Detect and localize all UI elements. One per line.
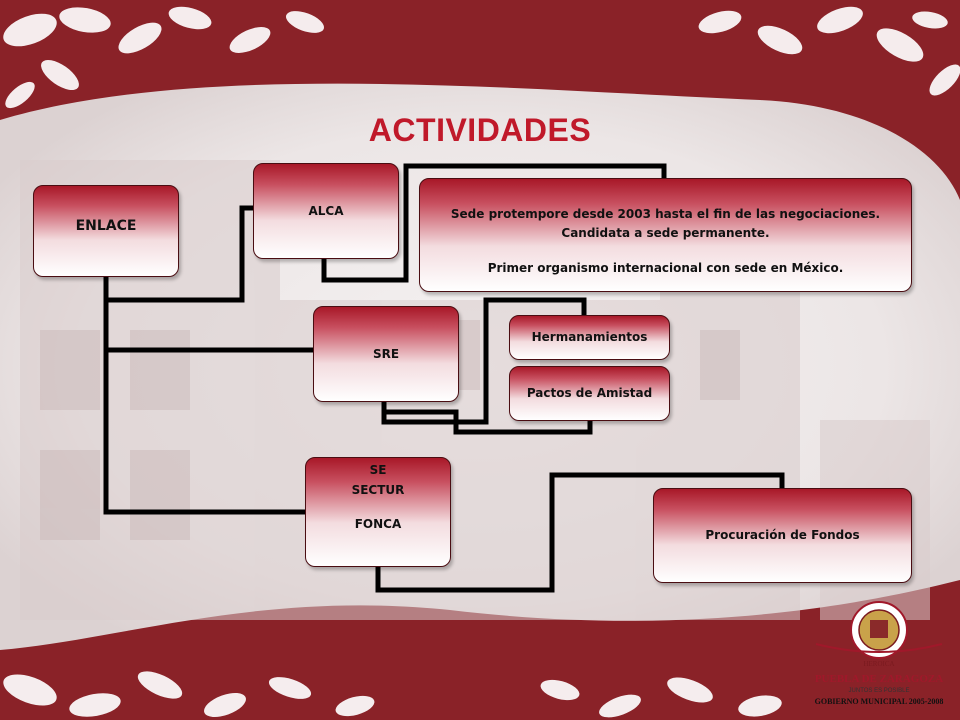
node-procuracion-label: Procuración de Fondos bbox=[705, 528, 860, 542]
node-fonca-label: FONCA bbox=[354, 517, 402, 531]
node-se-sectur-fonca: SE SECTUR FONCA bbox=[305, 457, 451, 567]
node-sede: Sede protempore desde 2003 hasta el fin … bbox=[419, 178, 912, 292]
node-pactos-label: Pactos de Amistad bbox=[526, 386, 653, 400]
node-sede-spacer bbox=[420, 243, 911, 259]
node-enlace: ENLACE bbox=[33, 185, 179, 277]
node-hermanamientos: Hermanamientos bbox=[509, 315, 670, 360]
node-sede-line2: Candidata a sede permanente. bbox=[561, 226, 770, 240]
page-title: ACTIVIDADES bbox=[368, 112, 592, 148]
node-procuracion: Procuración de Fondos bbox=[653, 488, 912, 583]
logo-line3: JUNTOS ES POSIBLE bbox=[849, 688, 910, 694]
node-hermanamientos-label: Hermanamientos bbox=[531, 330, 648, 344]
node-sectur-label: SECTUR bbox=[351, 483, 405, 497]
municipal-logo: HEROICA PUEBLA DE ZARAGOZA JUNTOS ES POS… bbox=[808, 600, 950, 712]
node-sre: SRE bbox=[313, 306, 459, 402]
node-sre-label: SRE bbox=[372, 347, 400, 361]
node-sede-line1: Sede protempore desde 2003 hasta el fin … bbox=[450, 207, 881, 221]
node-sede-line3: Primer organismo internacional con sede … bbox=[487, 261, 844, 275]
node-alca: ALCA bbox=[253, 163, 399, 259]
node-enlace-label: ENLACE bbox=[75, 218, 137, 234]
logo-line4: GOBIERNO MUNICIPAL 2005-2008 bbox=[815, 697, 944, 706]
node-se-spacer bbox=[306, 499, 450, 515]
logo-line2: PUEBLA DE ZARAGOZA bbox=[815, 673, 943, 685]
logo-line1: HEROICA bbox=[863, 660, 894, 668]
node-se-label: SE bbox=[369, 463, 387, 477]
municipal-seal-icon: HEROICA PUEBLA DE ZARAGOZA JUNTOS ES POS… bbox=[815, 601, 944, 706]
node-pactos: Pactos de Amistad bbox=[509, 366, 670, 421]
node-alca-label: ALCA bbox=[308, 204, 344, 218]
